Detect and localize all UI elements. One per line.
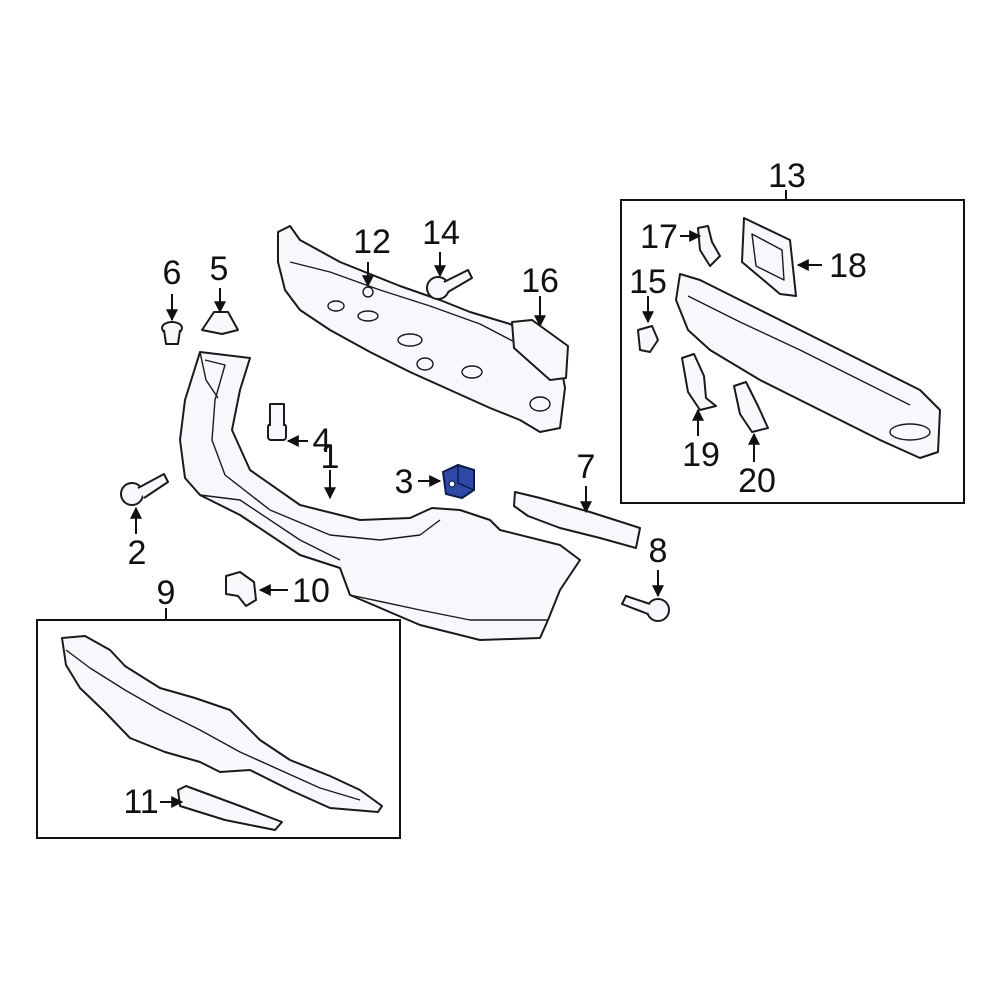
bolt-4-part[interactable] bbox=[267, 403, 287, 441]
callout-18: 18 bbox=[829, 247, 867, 285]
group-box-9 bbox=[36, 619, 401, 839]
clip-part[interactable] bbox=[225, 571, 257, 607]
bracket-19-part[interactable] bbox=[681, 353, 717, 411]
callout-19: 19 bbox=[682, 436, 720, 474]
plate-16-part[interactable] bbox=[511, 319, 569, 381]
callout-15: 15 bbox=[629, 263, 667, 301]
callout-7: 7 bbox=[577, 448, 596, 486]
callout-9: 9 bbox=[157, 574, 176, 612]
bolt-8-part[interactable] bbox=[621, 595, 670, 622]
push-pin-part[interactable] bbox=[161, 321, 183, 345]
callout-10: 10 bbox=[292, 572, 330, 610]
bracket-20-part[interactable] bbox=[733, 381, 769, 433]
bumper-cover-part[interactable] bbox=[179, 351, 581, 641]
group-box-13 bbox=[620, 199, 965, 504]
bracket-18-part[interactable] bbox=[741, 217, 797, 297]
trim-strip-part[interactable] bbox=[177, 785, 283, 831]
bracket-17-part[interactable] bbox=[697, 225, 721, 267]
retainer-part-highlighted[interactable] bbox=[441, 463, 475, 500]
clip-5-part[interactable] bbox=[201, 311, 239, 335]
callout-5: 5 bbox=[210, 250, 229, 288]
callout-16: 16 bbox=[521, 262, 559, 300]
lower-valance-part[interactable] bbox=[61, 635, 383, 813]
screw-2-part[interactable] bbox=[120, 473, 169, 506]
callout-17: 17 bbox=[640, 218, 678, 256]
reinforcement-beam-part[interactable] bbox=[675, 273, 941, 459]
callout-13: 13 bbox=[768, 157, 806, 195]
callout-14: 14 bbox=[422, 214, 460, 252]
nut-15-part[interactable] bbox=[637, 325, 659, 353]
absorber-part[interactable] bbox=[277, 225, 566, 433]
callout-3: 3 bbox=[395, 463, 414, 501]
callout-4: 4 bbox=[313, 422, 332, 460]
callout-11: 11 bbox=[123, 783, 158, 821]
callout-12: 12 bbox=[353, 223, 391, 261]
screw-14-part[interactable] bbox=[426, 269, 473, 300]
callout-8: 8 bbox=[649, 532, 668, 570]
callout-6: 6 bbox=[163, 254, 182, 292]
callout-2: 2 bbox=[128, 534, 147, 572]
callout-1: 1 bbox=[321, 438, 340, 476]
strip-part[interactable] bbox=[513, 491, 641, 549]
callout-20: 20 bbox=[738, 462, 776, 500]
